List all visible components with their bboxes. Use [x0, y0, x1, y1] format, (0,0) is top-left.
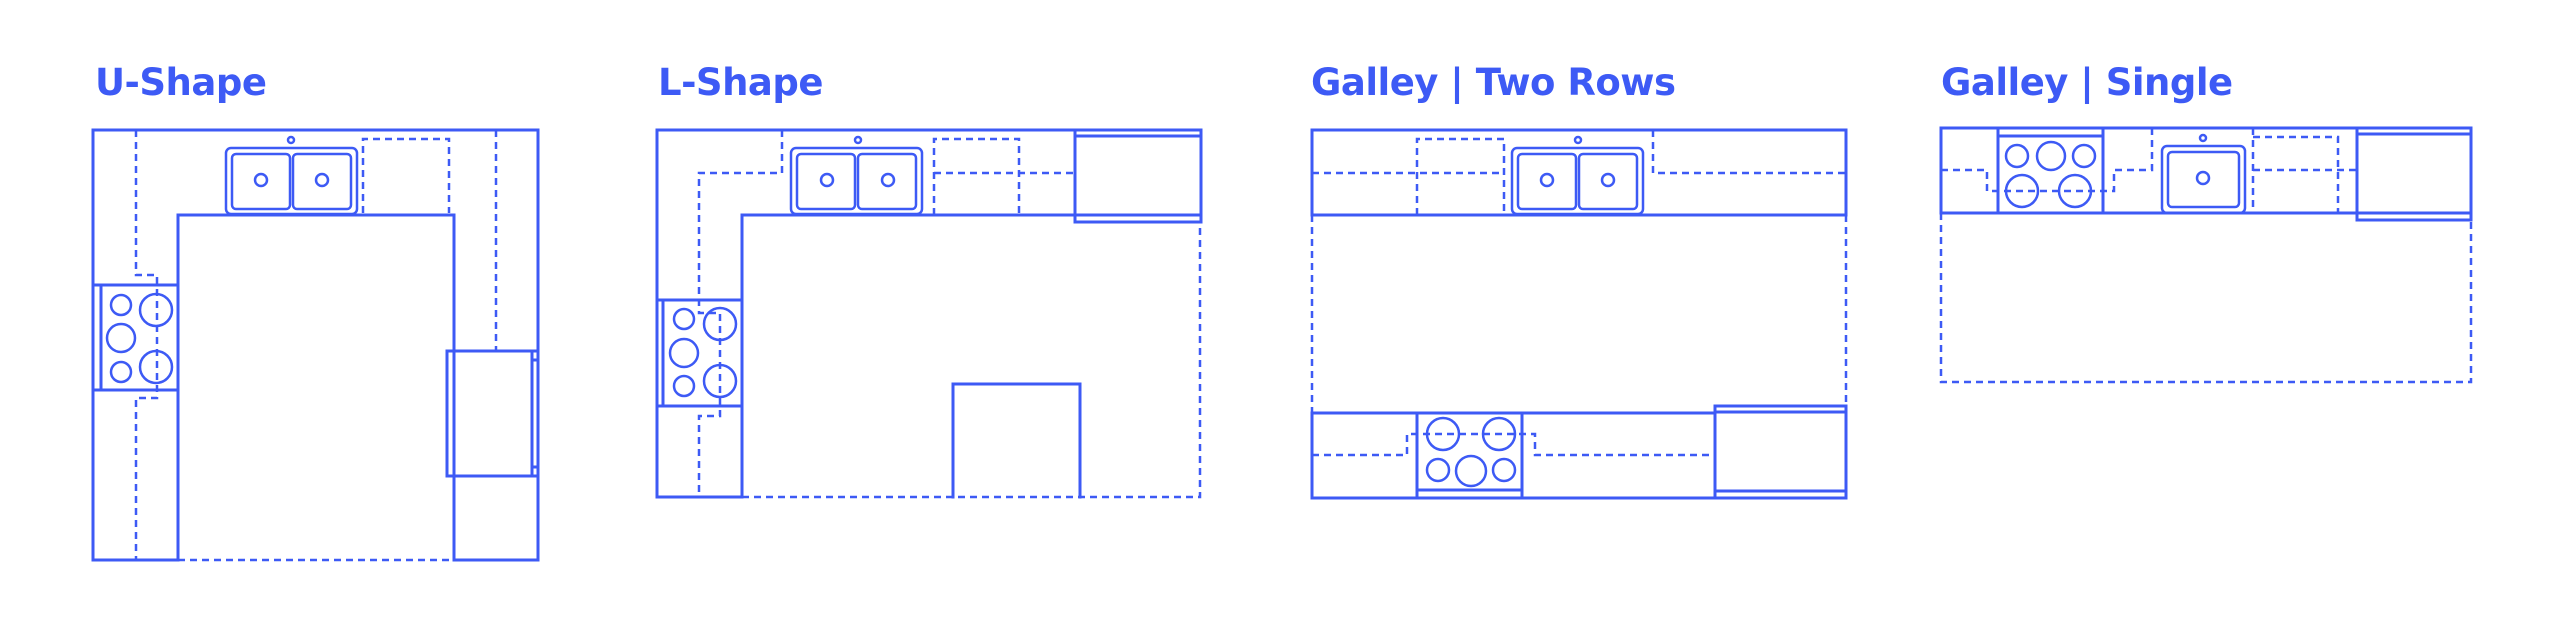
drain-1-icon	[253, 172, 269, 188]
wall-line	[1310, 411, 1848, 500]
fridge-top-strip-icon	[1713, 404, 1848, 414]
burner-icon	[2035, 140, 2067, 172]
fridge-body-icon	[1713, 404, 1848, 500]
wall-line	[951, 382, 1082, 499]
sink-basin	[2166, 150, 2241, 209]
overhead-cabinet-line	[1415, 137, 1506, 215]
burner-icon	[138, 292, 174, 328]
galley-two-rows-plan	[1310, 128, 1848, 500]
fridge-body-icon	[2355, 126, 2473, 222]
overhead-cabinet-line	[1939, 213, 2473, 384]
layout-title-galley-two-rows: Galley | Two Rows	[1311, 61, 1676, 104]
burner-icon	[1425, 416, 1461, 452]
fridge-bottom-strip-icon	[2355, 211, 2473, 222]
burner-icon	[109, 293, 133, 317]
sink-basin	[1516, 152, 1578, 211]
fridge-handle-b-icon	[530, 465, 540, 478]
burner-icon	[672, 307, 696, 331]
overhead-cabinet-line	[1312, 432, 1715, 457]
layout-title-u-shape: U-Shape	[95, 61, 267, 104]
drain-1-icon	[819, 172, 835, 188]
overhead-cabinet-line	[2253, 135, 2340, 213]
wall-line	[655, 128, 1203, 224]
fridge-handle-a-icon	[530, 349, 540, 362]
sink-basin	[856, 152, 918, 211]
layout-title-l-shape: L-Shape	[658, 61, 823, 104]
sink-basin	[1577, 152, 1639, 211]
burner-icon	[1481, 416, 1517, 452]
sink-basin	[291, 152, 353, 211]
burner-icon	[2004, 173, 2040, 209]
sink-basin	[795, 152, 857, 211]
burner-icon	[672, 374, 696, 398]
burner-icon	[1454, 454, 1488, 488]
l-shape-plan	[655, 128, 1203, 499]
wall-line	[91, 128, 540, 562]
burner-icon	[2057, 173, 2093, 209]
burner-icon	[2004, 143, 2030, 169]
overhead-cabinet-line	[1941, 128, 2154, 193]
burner-icon	[702, 363, 738, 399]
drain-2-icon	[1600, 172, 1616, 188]
burner-icon	[1491, 457, 1517, 483]
fridge-body-icon	[1073, 128, 1203, 224]
sink-basin	[230, 152, 292, 211]
faucet-icon	[286, 135, 296, 145]
fridge-bottom-strip-icon	[1713, 489, 1848, 500]
overhead-cabinet-line	[932, 137, 1021, 215]
overhead-cabinet-line	[1651, 130, 1846, 175]
wall-line	[655, 128, 1077, 499]
burner-icon	[702, 306, 738, 342]
burner-icon	[2071, 143, 2097, 169]
faucet-icon	[2198, 133, 2208, 143]
u-shape-plan	[91, 128, 540, 562]
overhead-cabinet-line	[134, 130, 159, 560]
overhead-cabinet-line	[361, 137, 451, 213]
burner-icon	[109, 360, 133, 384]
fridge-top-strip-icon	[1073, 128, 1203, 138]
drain-2-icon	[314, 172, 330, 188]
burner-icon	[668, 337, 700, 369]
burner-icon	[105, 322, 137, 354]
fridge-top-strip-icon	[2355, 126, 2473, 136]
sink-outer	[224, 146, 359, 216]
drain-1-icon	[1539, 172, 1555, 188]
burner-icon	[1425, 457, 1451, 483]
faucet-icon	[853, 135, 863, 145]
fridge-body-icon	[445, 349, 534, 478]
galley-single-plan	[1939, 126, 2473, 384]
sink-outer	[1510, 146, 1645, 216]
fridge-bottom-strip-icon	[1073, 213, 1203, 224]
sink-outer	[2160, 144, 2247, 215]
fridge-door-strip-icon	[445, 349, 456, 478]
faucet-icon	[1573, 135, 1583, 145]
burner-icon	[138, 349, 174, 385]
layout-title-galley-single: Galley | Single	[1941, 61, 2233, 104]
overhead-cabinet-line	[742, 222, 1202, 499]
drain-icon	[2195, 170, 2211, 186]
drain-2-icon	[880, 172, 896, 188]
sink-outer	[789, 146, 924, 216]
